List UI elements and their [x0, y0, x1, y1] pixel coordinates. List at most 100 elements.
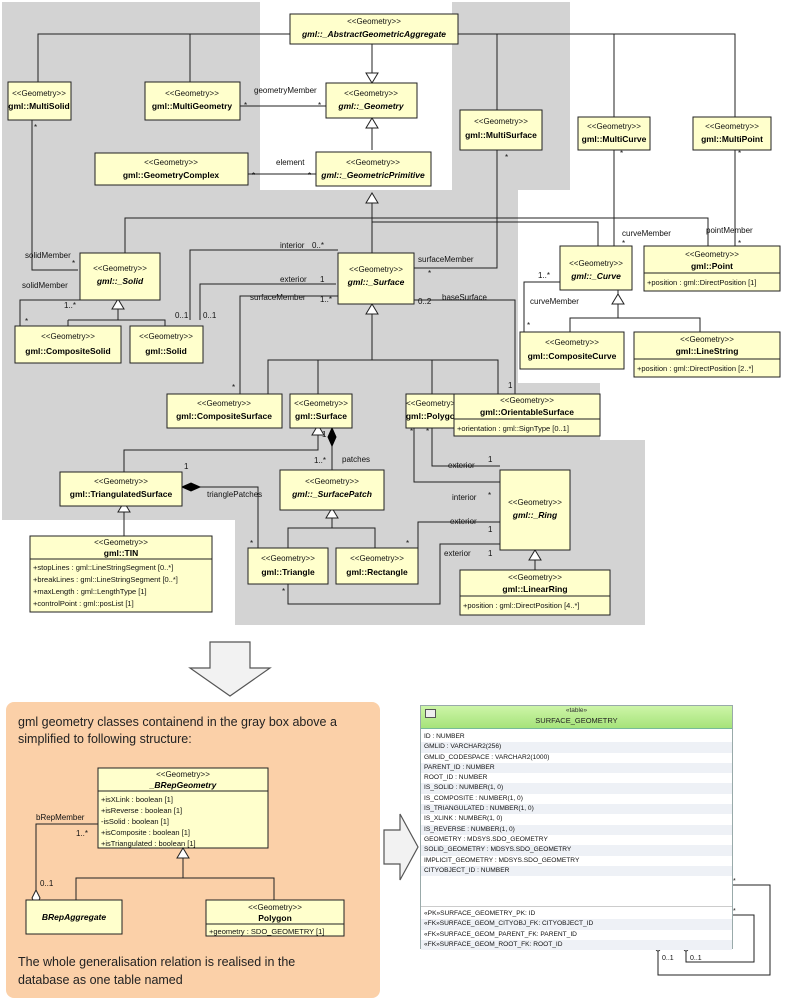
simplified-structure-panel: gml geometry classes containend in the g…	[6, 702, 380, 998]
svg-text:*: *	[620, 149, 623, 158]
class-surfacepatch: <<Geometry>> gml::_SurfacePatch	[279, 469, 385, 511]
svg-text:gml::_AbstractGeometricAggrega: gml::_AbstractGeometricAggregate	[301, 29, 446, 39]
svg-text:*: *	[282, 587, 285, 596]
class-multisurface: <<Geometry>> gml::MultiSurface	[459, 109, 543, 151]
class-linearring: <<Geometry>> gml::LinearRing +position :…	[459, 569, 611, 616]
class-geometricprimitive: <<Geometry>> gml::_GeometricPrimitive	[315, 151, 432, 187]
svg-text:*: *	[426, 427, 429, 436]
svg-text:bRepMember: bRepMember	[36, 813, 85, 822]
svg-text:gml::CompositeSurface: gml::CompositeSurface	[176, 411, 272, 421]
svg-text:<<Geometry>>: <<Geometry>>	[94, 477, 148, 486]
table-column: GEOMETRY : MDSYS.SDO_GEOMETRY	[424, 835, 548, 843]
class-multicurve: <<Geometry>> gml::MultiCurve	[577, 116, 651, 151]
svg-text:<<Geometry>>: <<Geometry>>	[569, 259, 623, 268]
svg-text:gml::Polygon: gml::Polygon	[406, 411, 460, 421]
svg-text:+isXLink : boolean [1]: +isXLink : boolean [1]	[101, 795, 173, 804]
note-footer: The whole generalisation relation is rea…	[18, 955, 296, 969]
svg-text:<<Geometry>>: <<Geometry>>	[508, 573, 562, 582]
class-multigeometry: <<Geometry>> gml::MultiGeometry	[144, 81, 241, 121]
svg-text:gml::_Curve: gml::_Curve	[570, 271, 621, 281]
svg-text:<<Geometry>>: <<Geometry>>	[587, 122, 641, 131]
svg-text:+geometry : SDO_GEOMETRY [1]: +geometry : SDO_GEOMETRY [1]	[209, 927, 324, 936]
class-triangulatedsurface: <<Geometry>> gml::TriangulatedSurface	[59, 471, 183, 507]
table-column: IS_TRIANGULATED : NUMBER(1, 0)	[421, 804, 732, 815]
svg-text:*: *	[244, 101, 247, 110]
svg-text:*: *	[232, 383, 235, 392]
svg-text:*: *	[738, 149, 741, 158]
svg-text:gml::_SurfacePatch: gml::_SurfacePatch	[291, 489, 372, 499]
table-title: SURFACE_GEOMETRY	[535, 716, 618, 725]
svg-text:+maxLength : gml::LengthType [: +maxLength : gml::LengthType [1]	[33, 587, 147, 596]
svg-text:<<Geometry>>: <<Geometry>>	[12, 89, 66, 98]
class-solid: <<Geometry>> gml::Solid	[129, 325, 204, 364]
table-column: PARENT_ID : NUMBER	[421, 762, 732, 774]
surface-geometry-table: «table» SURFACE_GEOMETRY ID : NUMBER GML…	[420, 705, 733, 951]
role-surfaceMember: surfaceMember	[250, 293, 306, 302]
svg-text:gml::OrientableSurface: gml::OrientableSurface	[480, 407, 574, 417]
svg-text:gml::CompositeSolid: gml::CompositeSolid	[25, 346, 110, 356]
role-interior: interior	[280, 241, 305, 250]
svg-text:*: *	[252, 171, 255, 180]
simplified-diagram: <<Geometry>> _BRepGeometry +isXLink : bo…	[25, 767, 345, 937]
svg-text:<<Geometry>>: <<Geometry>>	[545, 338, 599, 347]
svg-text:gml::LinearRing: gml::LinearRing	[502, 584, 567, 594]
svg-text:<<Geometry>>: <<Geometry>>	[508, 498, 562, 507]
class-curve-abstract: <<Geometry>> gml::_Curve	[559, 245, 633, 291]
svg-text:*: *	[622, 239, 625, 248]
role-pointMember: pointMember	[706, 226, 753, 235]
svg-text:+position : gml::DirectPositio: +position : gml::DirectPosition [2..*]	[637, 364, 754, 373]
svg-text:gml::Solid: gml::Solid	[145, 346, 187, 356]
table-icon	[425, 709, 436, 718]
class-polygon: <<Geometry>> gml::Polygon	[405, 393, 462, 429]
note-footer: database as one table named	[18, 973, 183, 987]
svg-text:<<Geometry>>: <<Geometry>>	[197, 399, 251, 408]
svg-text:*: *	[25, 317, 28, 326]
svg-text:<<Geometry>>: <<Geometry>>	[350, 554, 404, 563]
class-multipoint: <<Geometry>> gml::MultiPoint	[692, 116, 772, 151]
role-trianglePatches: trianglePatches	[207, 490, 262, 499]
svg-text:+stopLines : gml::LineStringSe: +stopLines : gml::LineStringSegment [0..…	[33, 563, 173, 572]
svg-text:gml::GeometryComplex: gml::GeometryComplex	[123, 170, 220, 180]
right-arrow-icon	[383, 813, 419, 881]
note-text: simplified to following structure:	[18, 732, 192, 746]
svg-text:0..1: 0..1	[203, 311, 217, 320]
svg-text:*: *	[505, 153, 508, 162]
svg-text:<<Geometry>>: <<Geometry>>	[93, 264, 147, 273]
table-header: «table» SURFACE_GEOMETRY	[421, 706, 732, 729]
table-column: IS_SOLID : NUMBER(1, 0)	[421, 783, 732, 794]
svg-text:gml::_Geometry: gml::_Geometry	[337, 101, 404, 111]
table-column: CITYOBJECT_ID : NUMBER	[421, 865, 732, 877]
svg-text:gml::CompositeCurve: gml::CompositeCurve	[528, 351, 617, 361]
table-column: IMPLICIT_GEOMETRY : MDSYS.SDO_GEOMETRY	[424, 856, 580, 864]
labels: geometryMember * * element * * * * * * s…	[22, 86, 753, 596]
svg-text:1..*: 1..*	[64, 301, 76, 310]
svg-text:1: 1	[184, 462, 189, 471]
svg-text:<<Geometry>>: <<Geometry>>	[261, 554, 315, 563]
svg-text:<<Geometry>>: <<Geometry>>	[349, 265, 403, 274]
svg-text:gml::_Ring: gml::_Ring	[512, 510, 558, 520]
class-rectangle: <<Geometry>> gml::Rectangle	[335, 547, 419, 585]
note-text: gml geometry classes containend in the g…	[18, 715, 337, 729]
svg-text:*: *	[308, 171, 311, 180]
class-multisolid: <<Geometry>> gml::MultiSolid	[7, 81, 72, 121]
svg-text:*: *	[410, 427, 413, 436]
svg-text:<<Geometry>>: <<Geometry>>	[156, 770, 210, 779]
svg-text:1: 1	[322, 430, 327, 439]
svg-text:1..*: 1..*	[314, 456, 326, 465]
table-column: ROOT_ID : NUMBER	[424, 774, 488, 782]
svg-text:0..1: 0..1	[175, 311, 189, 320]
svg-text:*: *	[527, 321, 530, 330]
stereotype: <<Geometry>>	[347, 17, 401, 26]
svg-text:+position : gml::DirectPositio: +position : gml::DirectPosition [4..*]	[463, 601, 580, 610]
svg-text:+isReverse : boolean [1]: +isReverse : boolean [1]	[101, 806, 182, 815]
svg-text:1: 1	[488, 525, 493, 534]
svg-text:1: 1	[320, 275, 325, 284]
svg-text:+controlPoint : gml::posList [: +controlPoint : gml::posList [1]	[33, 599, 134, 608]
role-interior: interior	[452, 493, 477, 502]
svg-text:_BRepGeometry: _BRepGeometry	[149, 780, 218, 790]
svg-text:gml::Triangle: gml::Triangle	[261, 567, 315, 577]
svg-text:*: *	[34, 123, 37, 132]
table-column: SOLID_GEOMETRY : MDSYS.SDO_GEOMETRY	[421, 845, 732, 856]
class-surface-abstract: <<Geometry>> gml::_Surface	[337, 252, 415, 305]
svg-text:<<Geometry>>: <<Geometry>>	[294, 399, 348, 408]
